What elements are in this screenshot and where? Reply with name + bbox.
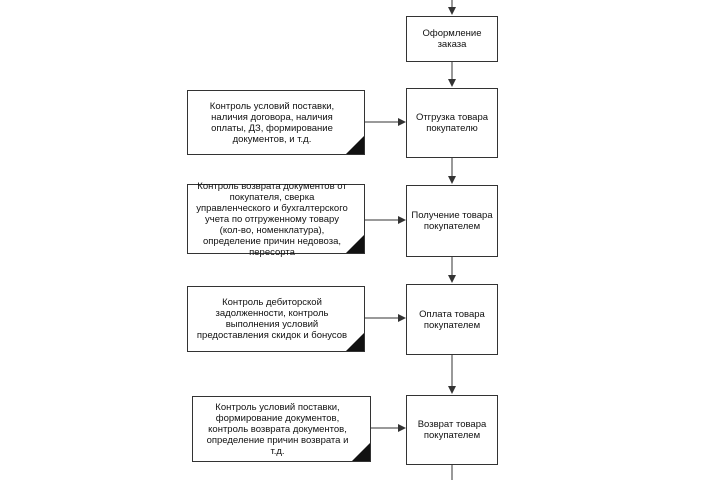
control-receipt-label: Контроль возврата документов от покупате… xyxy=(196,180,348,258)
control-return: Контроль условий поставки, формирование … xyxy=(192,396,371,462)
process-return-label: Возврат товара покупателем xyxy=(417,419,487,441)
corner-marker xyxy=(352,443,370,461)
control-payment-label: Контроль дебиторской задолженности, конт… xyxy=(196,297,348,341)
control-payment: Контроль дебиторской задолженности, конт… xyxy=(187,286,365,352)
process-order: Оформление заказа xyxy=(406,16,498,62)
process-receipt-label: Получение товара покупателем xyxy=(411,210,493,232)
control-return-label: Контроль условий поставки, формирование … xyxy=(206,401,349,457)
corner-marker xyxy=(346,136,364,154)
process-shipment-label: Отгрузка товара покупателю xyxy=(415,112,489,134)
process-receipt: Получение товара покупателем xyxy=(406,185,498,257)
control-receipt: Контроль возврата документов от покупате… xyxy=(187,181,365,258)
corner-marker xyxy=(346,333,364,351)
process-payment: Оплата товара покупателем xyxy=(406,284,498,355)
process-payment-label: Оплата товара покупателем xyxy=(419,308,485,331)
corner-marker xyxy=(346,235,364,253)
control-shipment: Контроль условий поставки, наличия догов… xyxy=(187,90,365,155)
process-order-label: Оформление заказа xyxy=(422,28,482,50)
process-return: Возврат товара покупателем xyxy=(406,395,498,465)
process-shipment: Отгрузка товара покупателю xyxy=(406,88,498,158)
control-shipment-label: Контроль условий поставки, наличия догов… xyxy=(209,100,335,145)
